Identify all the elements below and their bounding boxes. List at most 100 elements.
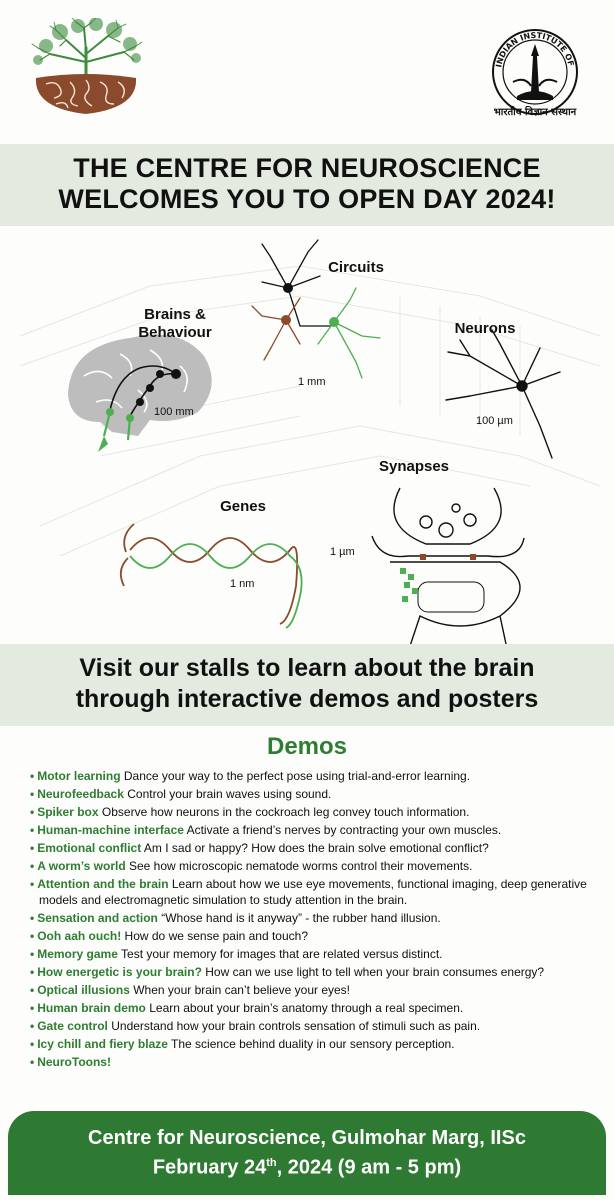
label-circuits: Circuits bbox=[328, 259, 384, 276]
demo-description: How can we use light to tell when your b… bbox=[205, 965, 545, 980]
demo-description: Understand how your brain controls sensa… bbox=[111, 1019, 481, 1034]
dna-illustration bbox=[119, 523, 303, 629]
demo-item: •Gate control Understand how your brain … bbox=[30, 1018, 600, 1034]
demo-name: NeuroToons! bbox=[37, 1055, 111, 1070]
demo-item: •A worm’s world See how microscopic nema… bbox=[30, 858, 600, 874]
demo-item: •Optical illusions When your brain can’t… bbox=[30, 982, 600, 998]
demo-name: Attention and the brain bbox=[37, 877, 169, 891]
brain-illustration bbox=[68, 334, 212, 452]
demo-item: •How energetic is your brain? How can we… bbox=[30, 964, 600, 980]
demo-name: Motor learning bbox=[37, 769, 121, 783]
demo-item: •Human brain demo Learn about your brain… bbox=[30, 1000, 600, 1016]
demo-name: Ooh aah ouch! bbox=[37, 929, 122, 944]
stalls-band: Visit our stalls to learn about the brai… bbox=[0, 644, 614, 726]
bullet-icon: • bbox=[30, 877, 35, 891]
demo-item: •Spiker box Observe how neurons in the c… bbox=[30, 804, 600, 820]
demo-item: •Sensation and action “Whose hand is it … bbox=[30, 910, 600, 926]
demo-description: How do we sense pain and touch? bbox=[124, 929, 309, 944]
svg-text:INDIAN INSTITUTE OF SCIENCE: INDIAN INSTITUTE OF SCIENCE bbox=[487, 19, 576, 70]
label-synapses: Synapses bbox=[378, 458, 450, 475]
demo-description: Control your brain waves using sound. bbox=[127, 787, 332, 801]
demo-name: Gate control bbox=[37, 1019, 108, 1034]
neuron-illustration bbox=[445, 329, 561, 459]
demo-name: Emotional conflict bbox=[37, 841, 142, 855]
iisc-emblem: INDIAN INSTITUTE OF SCIENCE bbox=[487, 19, 578, 115]
demo-description: Observe how neurons in the cockroach leg… bbox=[101, 805, 470, 819]
demo-name: Spiker box bbox=[37, 805, 99, 819]
bullet-icon: • bbox=[30, 859, 35, 873]
header: INDIAN INSTITUTE OF SCIENCE भारतीय विज्ञ… bbox=[0, 0, 614, 140]
demo-item: •Icy chill and fiery blaze The science b… bbox=[30, 1036, 600, 1052]
bullet-icon: • bbox=[30, 911, 35, 926]
bullet-icon: • bbox=[30, 823, 35, 837]
demo-description: The science behind duality in our sensor… bbox=[171, 1037, 455, 1052]
label-brains-behaviour: Brains & Behaviour bbox=[120, 306, 230, 342]
illustration-canvas bbox=[19, 239, 601, 644]
demo-name: Icy chill and fiery blaze bbox=[37, 1037, 168, 1052]
demo-description: See how microscopic nematode worms contr… bbox=[129, 859, 473, 873]
demo-description: “Whose hand is it anyway” - the rubber h… bbox=[161, 911, 441, 926]
bullet-icon: • bbox=[30, 769, 35, 783]
demo-name: Neurofeedback bbox=[37, 787, 124, 801]
bullet-icon: • bbox=[30, 1037, 35, 1052]
demo-item: •Human-machine interface Activate a frie… bbox=[30, 822, 600, 838]
label-neurons: Neurons bbox=[454, 320, 516, 337]
label-genes: Genes bbox=[220, 498, 266, 515]
stalls-line-2: through interactive demos and posters bbox=[75, 685, 539, 713]
headline-line-2: WELCOMES YOU TO OPEN DAY 2024! bbox=[58, 184, 556, 214]
demo-item: •NeuroToons! bbox=[30, 1054, 600, 1070]
demo-description: Learn about how we use eye movements, fu… bbox=[39, 877, 587, 908]
bullet-icon: • bbox=[30, 947, 35, 962]
scale-synapses: 1 µm bbox=[330, 546, 355, 558]
footer-date-suffix: , 2024 (9 am - 5 pm) bbox=[276, 1156, 462, 1179]
demo-name: Human brain demo bbox=[37, 1001, 146, 1016]
iisc-caption: भारतीय विज्ञान संस्थान bbox=[493, 107, 577, 118]
demo-description: Learn about your brain’s anatomy through… bbox=[149, 1001, 464, 1016]
circuits-illustration bbox=[251, 239, 381, 379]
demos-title: Demos bbox=[266, 733, 348, 760]
demo-item: •Attention and the brain Learn about how… bbox=[30, 876, 600, 909]
demo-item: •Memory game Test your memory for images… bbox=[30, 946, 600, 962]
label-brains: Brains & bbox=[144, 306, 206, 323]
scale-illustration: Brains & Behaviour 100 mm Circuits 1 mm … bbox=[0, 226, 614, 644]
demo-description: Activate a friend’s nerves by contractin… bbox=[186, 823, 502, 837]
scale-brains: 100 mm bbox=[154, 406, 194, 418]
synapse-receptors bbox=[400, 568, 418, 602]
demo-name: Human-machine interface bbox=[37, 823, 184, 837]
demo-description: Dance your way to the perfect pose using… bbox=[123, 769, 471, 783]
label-behaviour: Behaviour bbox=[138, 324, 212, 341]
footer-date-sup: th bbox=[266, 1157, 277, 1169]
bullet-icon: • bbox=[30, 929, 35, 944]
demo-description: Am I sad or happy? How does the brain so… bbox=[143, 841, 489, 855]
footer-date-prefix: February 24 bbox=[152, 1156, 267, 1179]
demo-list: •Motor learning Dance your way to the pe… bbox=[30, 768, 600, 1072]
demo-name: A worm’s world bbox=[37, 859, 126, 873]
demo-name: Memory game bbox=[37, 947, 118, 962]
headline-line-1: THE CENTRE FOR NEUROSCIENCE bbox=[73, 153, 541, 183]
stalls-line-1: Visit our stalls to learn about the brai… bbox=[79, 654, 535, 682]
scale-neurons: 100 µm bbox=[476, 415, 513, 427]
demo-item: •Motor learning Dance your way to the pe… bbox=[30, 768, 600, 784]
demo-description: Test your memory for images that are rel… bbox=[121, 947, 443, 962]
cns-tree-brain-logo bbox=[31, 18, 143, 114]
footer-venue: Centre for Neuroscience, Gulmohar Marg, … bbox=[88, 1127, 526, 1149]
footer-date: February 24th, 2024 (9 am - 5 pm) bbox=[8, 1150, 606, 1181]
demo-name: How energetic is your brain? bbox=[37, 965, 202, 980]
bullet-icon: • bbox=[30, 983, 35, 998]
demo-name: Optical illusions bbox=[37, 983, 130, 998]
bullet-icon: • bbox=[30, 1001, 35, 1016]
demo-item: •Emotional conflict Am I sad or happy? H… bbox=[30, 840, 600, 856]
scale-circuits: 1 mm bbox=[298, 376, 326, 388]
footer-banner: Centre for Neuroscience, Gulmohar Marg, … bbox=[8, 1111, 606, 1195]
bullet-icon: • bbox=[30, 805, 35, 819]
demo-item: •Ooh aah ouch! How do we sense pain and … bbox=[30, 928, 600, 944]
scale-genes: 1 nm bbox=[230, 578, 255, 590]
demo-description: When your brain can’t believe your eyes! bbox=[133, 983, 351, 998]
bullet-icon: • bbox=[30, 787, 35, 801]
bullet-icon: • bbox=[30, 1019, 35, 1034]
bullet-icon: • bbox=[30, 841, 35, 855]
headline-band: THE CENTRE FOR NEUROSCIENCE WELCOMES YOU… bbox=[0, 144, 614, 226]
bullet-icon: • bbox=[30, 1055, 35, 1070]
demo-name: Sensation and action bbox=[37, 911, 158, 926]
